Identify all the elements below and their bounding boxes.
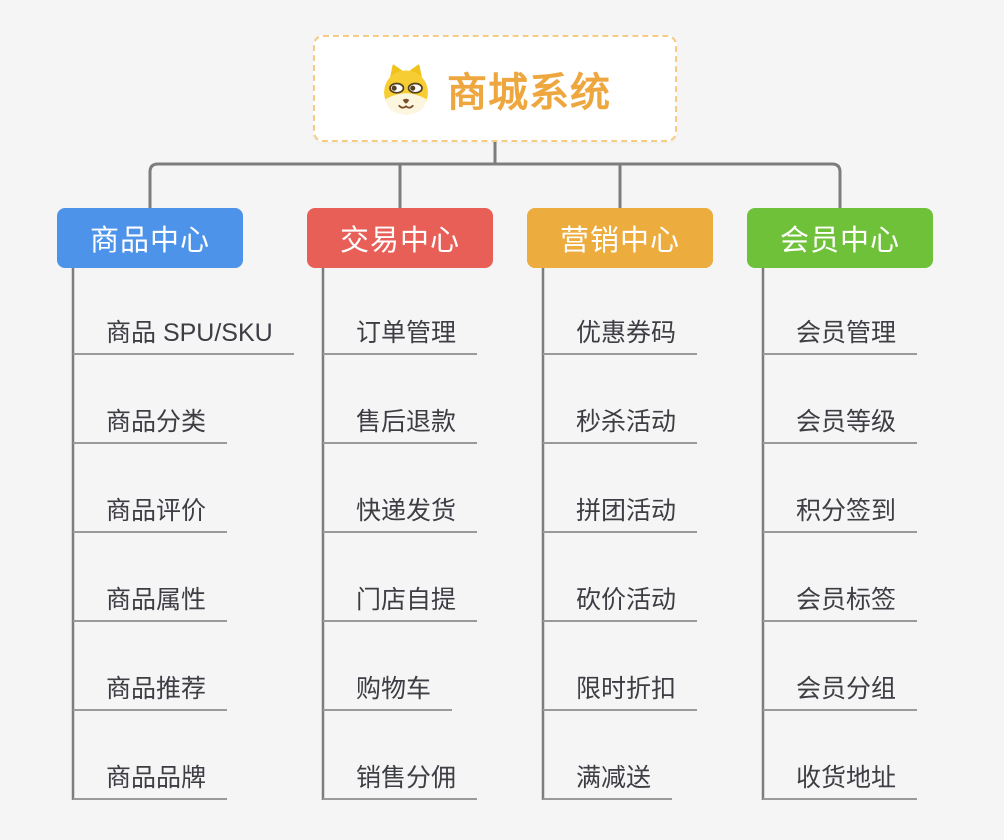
leaf-node[interactable]: 销售分佣	[323, 760, 478, 800]
leaf-node[interactable]: 满减送	[543, 760, 673, 800]
leaf-node[interactable]: 快递发货	[323, 493, 478, 533]
leaf-node[interactable]: 会员管理	[763, 315, 918, 355]
root-title: 商城系统	[447, 70, 611, 115]
leaf-node[interactable]: 会员分组	[763, 671, 918, 711]
leaf-node[interactable]: 积分签到	[763, 493, 918, 533]
leaf-node[interactable]: 会员标签	[763, 582, 918, 622]
branch-label: 交易中心	[339, 225, 460, 257]
leaf-node[interactable]: 售后退款	[323, 404, 478, 444]
branch-label: 会员中心	[779, 225, 900, 257]
leaf-node[interactable]: 砍价活动	[543, 582, 698, 622]
leaf-node[interactable]: 优惠券码	[543, 315, 698, 355]
leaf-node[interactable]: 秒杀活动	[543, 404, 698, 444]
leaf-node[interactable]: 订单管理	[323, 315, 478, 355]
leaf-node[interactable]: 收货地址	[763, 760, 918, 800]
leaf-node[interactable]: 商品评价	[73, 493, 228, 533]
leaf-node[interactable]: 门店自提	[323, 582, 478, 622]
leaf-node[interactable]: 商品 SPU/SKU	[73, 315, 294, 355]
branch-node-product-center[interactable]: 商品中心	[57, 208, 243, 268]
leaf-node[interactable]: 商品属性	[73, 582, 228, 622]
branch-label: 商品中心	[89, 225, 210, 257]
leaf-node[interactable]: 会员等级	[763, 404, 918, 444]
root-node-mall-system[interactable]: 商城系统	[313, 35, 677, 142]
leaf-node[interactable]: 购物车	[323, 671, 453, 711]
branch-node-marketing-center[interactable]: 营销中心	[527, 208, 713, 268]
dog-face-icon	[384, 64, 428, 114]
branch-node-trade-center[interactable]: 交易中心	[307, 208, 493, 268]
leaf-node[interactable]: 拼团活动	[543, 493, 698, 533]
leaf-node[interactable]: 限时折扣	[543, 671, 698, 711]
leaf-node[interactable]: 商品品牌	[73, 760, 228, 800]
branch-node-member-center[interactable]: 会员中心	[747, 208, 933, 268]
leaf-node[interactable]: 商品推荐	[73, 671, 228, 711]
branch-label: 营销中心	[559, 225, 680, 257]
leaf-node[interactable]: 商品分类	[73, 404, 228, 444]
